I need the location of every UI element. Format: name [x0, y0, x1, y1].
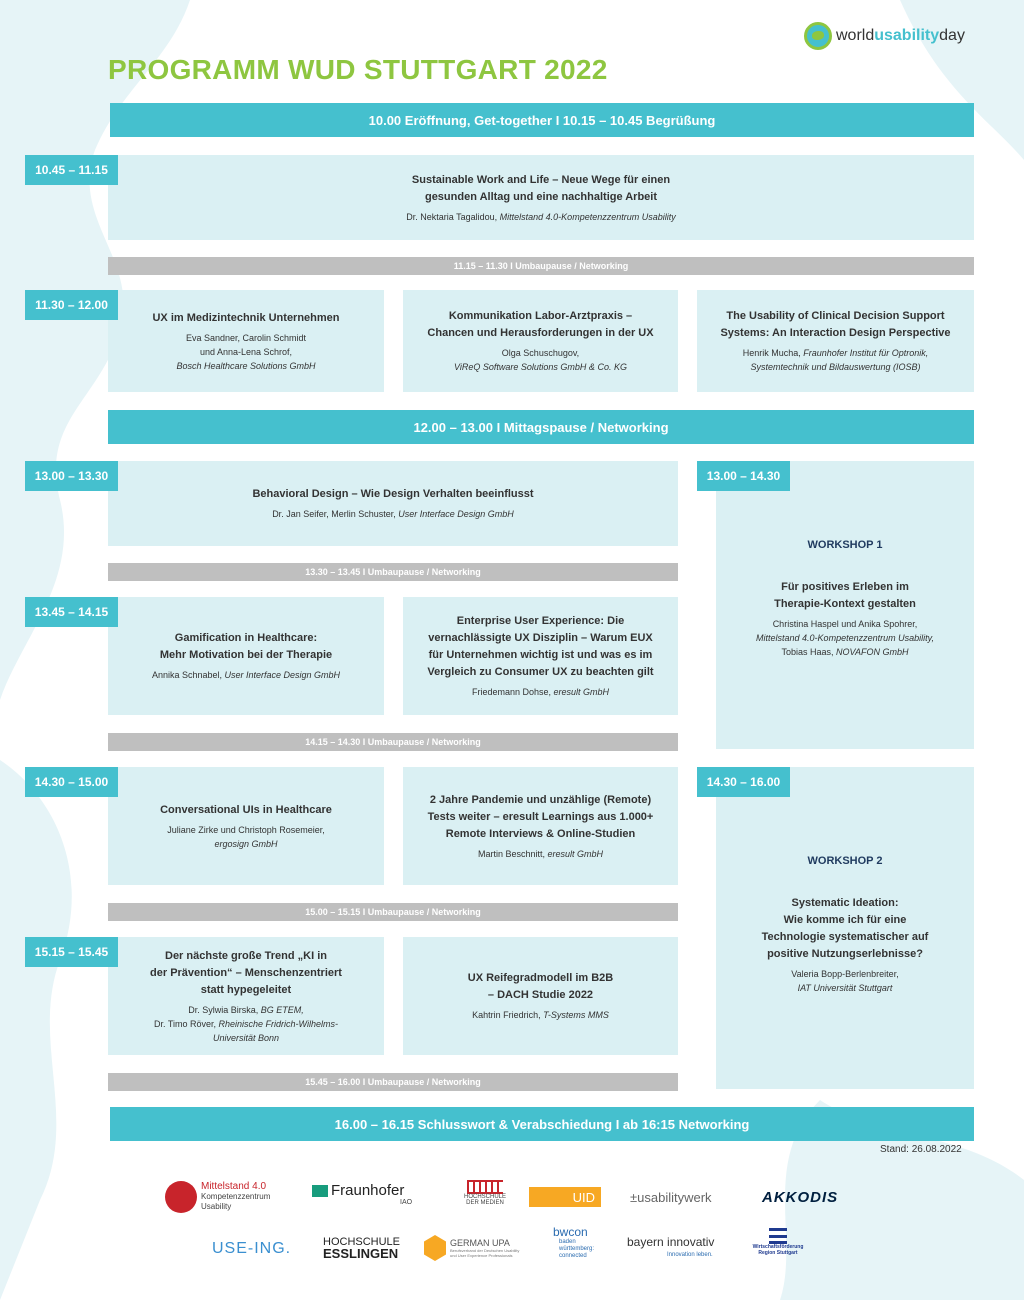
- workshop-2: WORKSHOP 2 Systematic Ideation: Wie komm…: [716, 767, 974, 1089]
- sponsor-bwcon-logo: bwcon baden württemberg: connected: [553, 1225, 595, 1259]
- sponsor-fraunhofer-logo: Fraunhofer IAO: [312, 1182, 422, 1212]
- session-conversational-uis: Conversational UIs in Healthcare Juliane…: [108, 767, 384, 885]
- session-ux-reifegradmodell: UX Reifegradmodell im B2B – DACH Studie …: [403, 937, 678, 1055]
- workshop-1: WORKSHOP 1 Für positives Erleben im Ther…: [716, 461, 974, 749]
- sponsor-esslingen-logo: HOCHSCHULE ESSLINGEN: [323, 1236, 401, 1261]
- time-slot-workshop-2: 14.30 – 16.00: [697, 767, 790, 797]
- sponsor-use-ing-logo: USE-ING.: [212, 1240, 292, 1257]
- sponsor-hdm-logo: HOCHSCHULE DER MEDIEN: [455, 1180, 515, 1214]
- sponsor-german-upa-logo: GERMAN UPA Berufsverband der Deutschen U…: [424, 1232, 534, 1264]
- page-title: PROGRAMM WUD STUTTGART 2022: [108, 54, 608, 85]
- session-enterprise-ux: Enterprise User Experience: Die vernachl…: [403, 597, 678, 715]
- time-slot-1515: 15.15 – 15.45: [25, 937, 118, 967]
- break-bar-1115: 11.15 – 11.30 I Umbaupause / Networking: [108, 257, 974, 275]
- break-bar-1500: 15.00 – 15.15 I Umbaupause / Networking: [108, 903, 678, 921]
- session-gamification: Gamification in Healthcare: Mehr Motivat…: [108, 597, 384, 715]
- time-slot-1300: 13.00 – 13.30: [25, 461, 118, 491]
- sponsor-wrs-logo: Wirtschaftsförderung Region Stuttgart: [748, 1228, 808, 1264]
- session-ki-praevention: Der nächste große Trend „KI in der Präve…: [108, 937, 384, 1055]
- world-usability-day-logo: worldusabilityday: [804, 20, 979, 52]
- closing-bar: 16.00 – 16.15 Schlusswort & Verabschiedu…: [110, 1107, 974, 1141]
- opening-bar: 10.00 Eröffnung, Get-together I 10.15 – …: [110, 103, 974, 137]
- sponsor-bayern-innovativ-logo: bayern innovativ Innovation leben.: [627, 1235, 715, 1259]
- time-slot-1130: 11.30 – 12.00: [25, 290, 118, 320]
- wrs-icon: [769, 1228, 787, 1244]
- hdm-icon: [467, 1180, 503, 1194]
- lunch-bar: 12.00 – 13.00 I Mittagspause / Networkin…: [108, 410, 974, 444]
- time-slot-workshop-1: 13.00 – 14.30: [697, 461, 790, 491]
- mittelstand-icon: [165, 1181, 197, 1213]
- time-slot-1045: 10.45 – 11.15: [25, 155, 118, 185]
- stand-date: Stand: 26.08.2022: [880, 1144, 962, 1155]
- break-bar-1545: 15.45 – 16.00 I Umbaupause / Networking: [108, 1073, 678, 1091]
- sponsor-uid-logo: UID: [529, 1187, 601, 1207]
- session-pandemie-remote-tests: 2 Jahre Pandemie und unzählige (Remote) …: [403, 767, 678, 885]
- sponsor-akkodis-logo: AKKODIS: [762, 1188, 839, 1206]
- break-bar-1415: 14.15 – 14.30 I Umbaupause / Networking: [108, 733, 678, 751]
- sponsor-usabilitywerk-logo: ±usabilitywerk: [630, 1189, 712, 1205]
- german-upa-icon: [424, 1235, 446, 1261]
- fraunhofer-icon: [312, 1184, 328, 1197]
- time-slot-1345: 13.45 – 14.15: [25, 597, 118, 627]
- session-kommunikation-labor: Kommunikation Labor-Arztpraxis – Chancen…: [403, 290, 678, 392]
- globe-icon: [804, 22, 832, 50]
- keynote-session: Sustainable Work and Life – Neue Wege fü…: [108, 155, 974, 240]
- break-bar-1330: 13.30 – 13.45 I Umbaupause / Networking: [108, 563, 678, 581]
- time-slot-1430: 14.30 – 15.00: [25, 767, 118, 797]
- sponsor-mittelstand-logo: Mittelstand 4.0 Kompetenzzentrum Usabili…: [165, 1180, 285, 1214]
- session-behavioral-design: Behavioral Design – Wie Design Verhalten…: [108, 461, 678, 546]
- session-clinical-decision-support: The Usability of Clinical Decision Suppo…: [697, 290, 974, 392]
- session-ux-medizintechnik: UX im Medizintechnik Unternehmen Eva San…: [108, 290, 384, 392]
